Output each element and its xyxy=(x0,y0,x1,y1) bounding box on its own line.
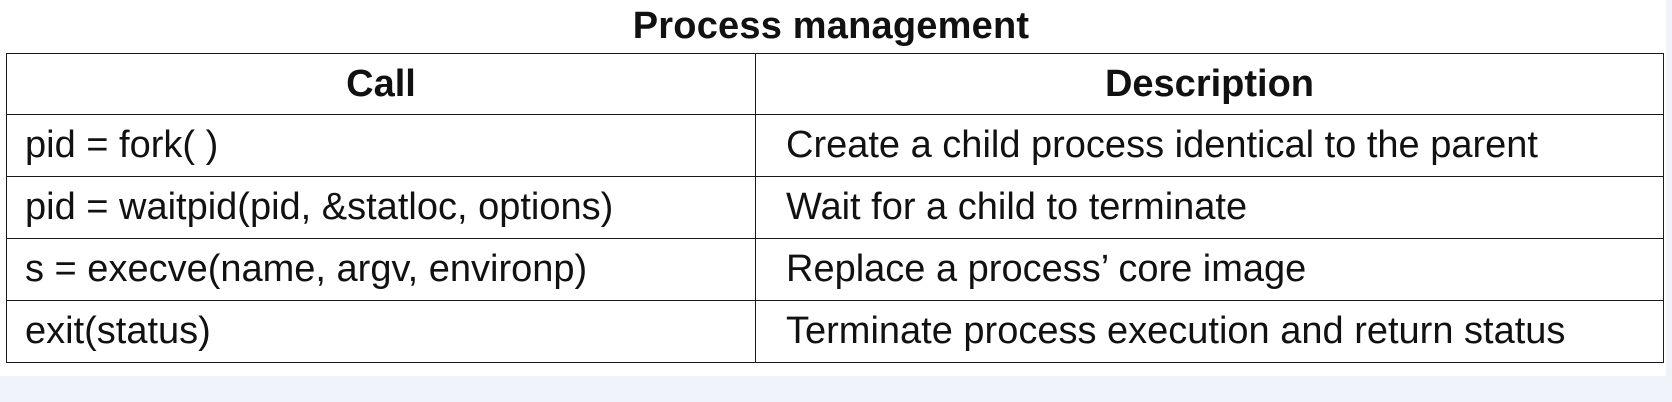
table-row: pid = fork( ) Create a child process ide… xyxy=(6,114,1664,177)
table-title: Process management xyxy=(632,5,1030,47)
bottom-edge-band xyxy=(0,376,1672,402)
call-cell: s = execve(name, argv, environp) xyxy=(6,238,756,301)
description-cell: Terminate process execution and return s… xyxy=(755,300,1664,363)
header-row: Call Description xyxy=(6,53,1664,115)
table-row: s = execve(name, argv, environp) Replace… xyxy=(6,238,1664,301)
table-row: exit(status) Terminate process execution… xyxy=(6,300,1664,363)
call-cell: pid = fork( ) xyxy=(6,114,756,177)
description-cell: Wait for a child to terminate xyxy=(755,176,1664,239)
process-management-table: Call Description pid = fork( ) Create a … xyxy=(6,53,1664,363)
description-cell: Replace a process’ core image xyxy=(755,238,1664,301)
description-cell: Create a child process identical to the … xyxy=(755,114,1664,177)
header-call: Call xyxy=(6,53,756,115)
call-cell: pid = waitpid(pid, &statloc, options) xyxy=(6,176,756,239)
right-edge-band xyxy=(1666,0,1672,402)
call-cell: exit(status) xyxy=(6,300,756,363)
table-row: pid = waitpid(pid, &statloc, options) Wa… xyxy=(6,176,1664,239)
header-description: Description xyxy=(755,53,1664,115)
